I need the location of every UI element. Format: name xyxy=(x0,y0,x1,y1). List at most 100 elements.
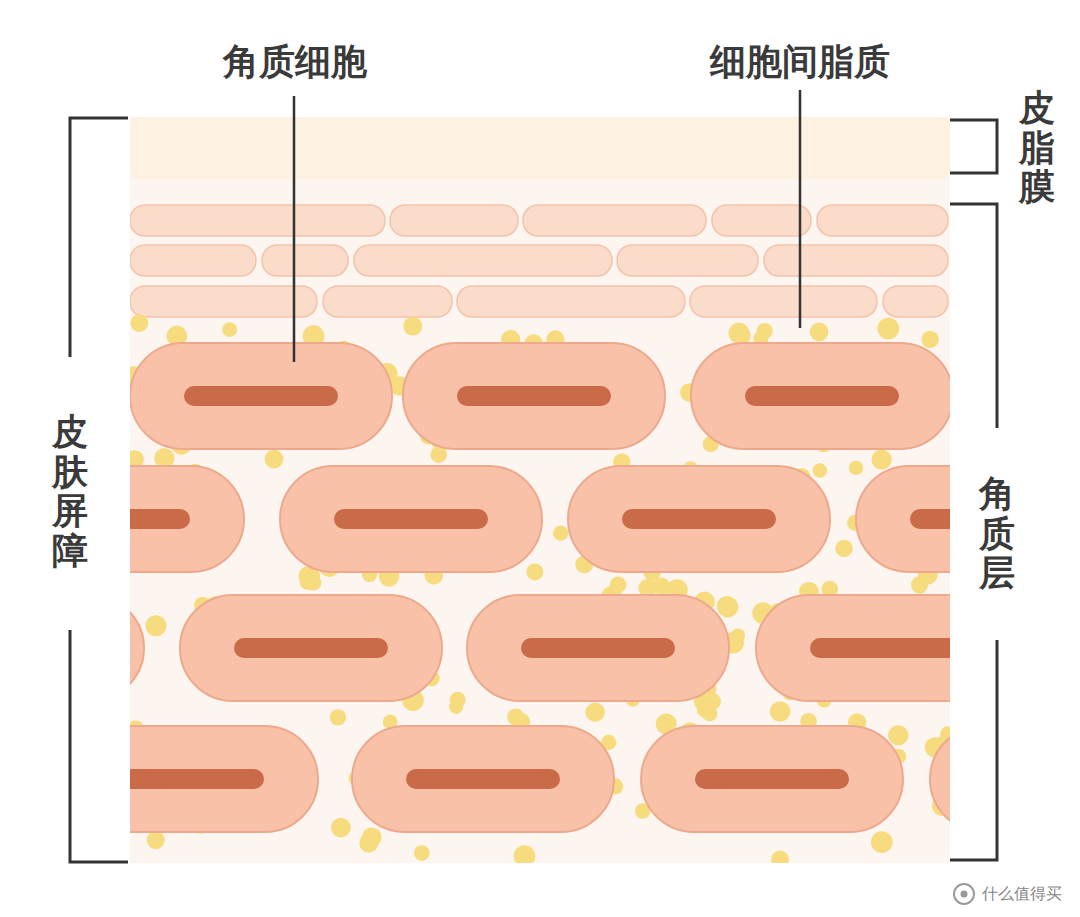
corneocyte xyxy=(641,726,903,832)
watermark: 什么值得买 xyxy=(982,885,1062,903)
thin-cell xyxy=(457,286,685,317)
thin-cell xyxy=(390,205,518,236)
corneocyte xyxy=(180,595,442,701)
cell-body xyxy=(641,726,903,832)
thin-cell xyxy=(690,286,877,317)
lipid-dot xyxy=(771,851,789,863)
leader-line xyxy=(799,90,802,328)
cell-body xyxy=(856,466,950,572)
cell-body xyxy=(568,466,830,572)
lipid-dot xyxy=(877,318,899,340)
lipid-dot xyxy=(331,818,351,838)
thin-cell xyxy=(817,205,948,236)
bracket xyxy=(70,630,128,862)
thin-cell xyxy=(130,205,385,236)
thin-layers xyxy=(130,205,948,317)
cell-body xyxy=(130,595,144,701)
lipid-dot xyxy=(810,322,829,341)
bracket xyxy=(950,204,997,428)
thin-cell xyxy=(354,245,612,276)
layer-label: 皮脂膜 xyxy=(1019,88,1055,207)
cell-core xyxy=(695,769,849,789)
cell-core xyxy=(130,509,190,529)
lipid-dot xyxy=(849,461,863,475)
thin-cell xyxy=(617,245,758,276)
cell-core xyxy=(334,509,488,529)
lipid-dot xyxy=(813,463,828,478)
corneocyte xyxy=(756,595,950,701)
cell-core xyxy=(234,638,388,658)
sebum-film xyxy=(130,117,950,179)
cell-body xyxy=(130,466,244,572)
lipid-dot xyxy=(911,576,928,593)
thin-cell xyxy=(712,205,811,236)
part-label: 角质细胞 xyxy=(223,42,367,82)
cell-body xyxy=(130,343,392,449)
lipid-dot xyxy=(872,450,892,470)
cell-body xyxy=(930,726,950,832)
lipid-dot xyxy=(147,831,165,849)
lipid-dot xyxy=(835,540,852,557)
bracket xyxy=(950,120,997,173)
corneocyte xyxy=(130,726,318,832)
cell-body xyxy=(691,343,950,449)
thin-cell xyxy=(883,286,948,317)
lipid-dot xyxy=(403,317,422,336)
cell-core xyxy=(457,386,611,406)
thin-cell xyxy=(764,245,948,276)
corneocyte xyxy=(856,466,950,572)
lipid-dot xyxy=(130,314,148,332)
lipid-dot xyxy=(449,700,463,714)
cell-core xyxy=(184,386,338,406)
watermark-icon xyxy=(954,884,974,904)
lipid-dot xyxy=(757,323,773,339)
lipid-dot xyxy=(888,725,908,745)
cell-body xyxy=(352,726,614,832)
corneocyte xyxy=(930,726,950,832)
corneocyte xyxy=(130,466,244,572)
lipid-dot xyxy=(717,596,738,617)
lipid-dot xyxy=(871,831,893,853)
lipid-dot xyxy=(702,706,718,722)
lipid-dot xyxy=(305,575,321,591)
cell-body xyxy=(180,595,442,701)
corneocyte xyxy=(352,726,614,832)
cell-body xyxy=(403,343,665,449)
bracket xyxy=(70,118,128,357)
cell-core xyxy=(810,638,950,658)
cell-core xyxy=(130,769,264,789)
lipid-dot xyxy=(145,615,166,636)
lipid-dot xyxy=(921,331,938,348)
lipid-dot xyxy=(414,845,430,861)
thin-cell xyxy=(523,205,706,236)
bracket xyxy=(950,640,997,860)
lipid-dot xyxy=(553,525,568,540)
thin-cell xyxy=(262,245,348,276)
cell-core xyxy=(622,509,776,529)
cell-core xyxy=(910,509,950,529)
corneocytes xyxy=(130,343,950,832)
lipid-dot xyxy=(222,322,237,337)
corneocyte xyxy=(568,466,830,572)
lipid-dot xyxy=(359,833,378,852)
lipid-dot xyxy=(526,564,543,581)
corneocyte xyxy=(130,595,144,701)
corneocyte xyxy=(691,343,950,449)
cell-body xyxy=(467,595,729,701)
layer-label: 角质层 xyxy=(979,474,1015,593)
thin-cell xyxy=(323,286,452,317)
corneocyte xyxy=(280,466,542,572)
cell-body xyxy=(280,466,542,572)
cell-core xyxy=(521,638,675,658)
lipid-dot xyxy=(770,701,791,722)
leader-line xyxy=(293,96,296,362)
cell-body xyxy=(756,595,950,701)
lipid-dot xyxy=(585,703,604,722)
lipid-dot xyxy=(330,709,346,725)
lipid-dot xyxy=(265,450,284,469)
corneocyte xyxy=(467,595,729,701)
cell-core xyxy=(745,386,899,406)
part-label: 细胞间脂质 xyxy=(710,42,890,82)
lipid-dot xyxy=(514,845,536,863)
